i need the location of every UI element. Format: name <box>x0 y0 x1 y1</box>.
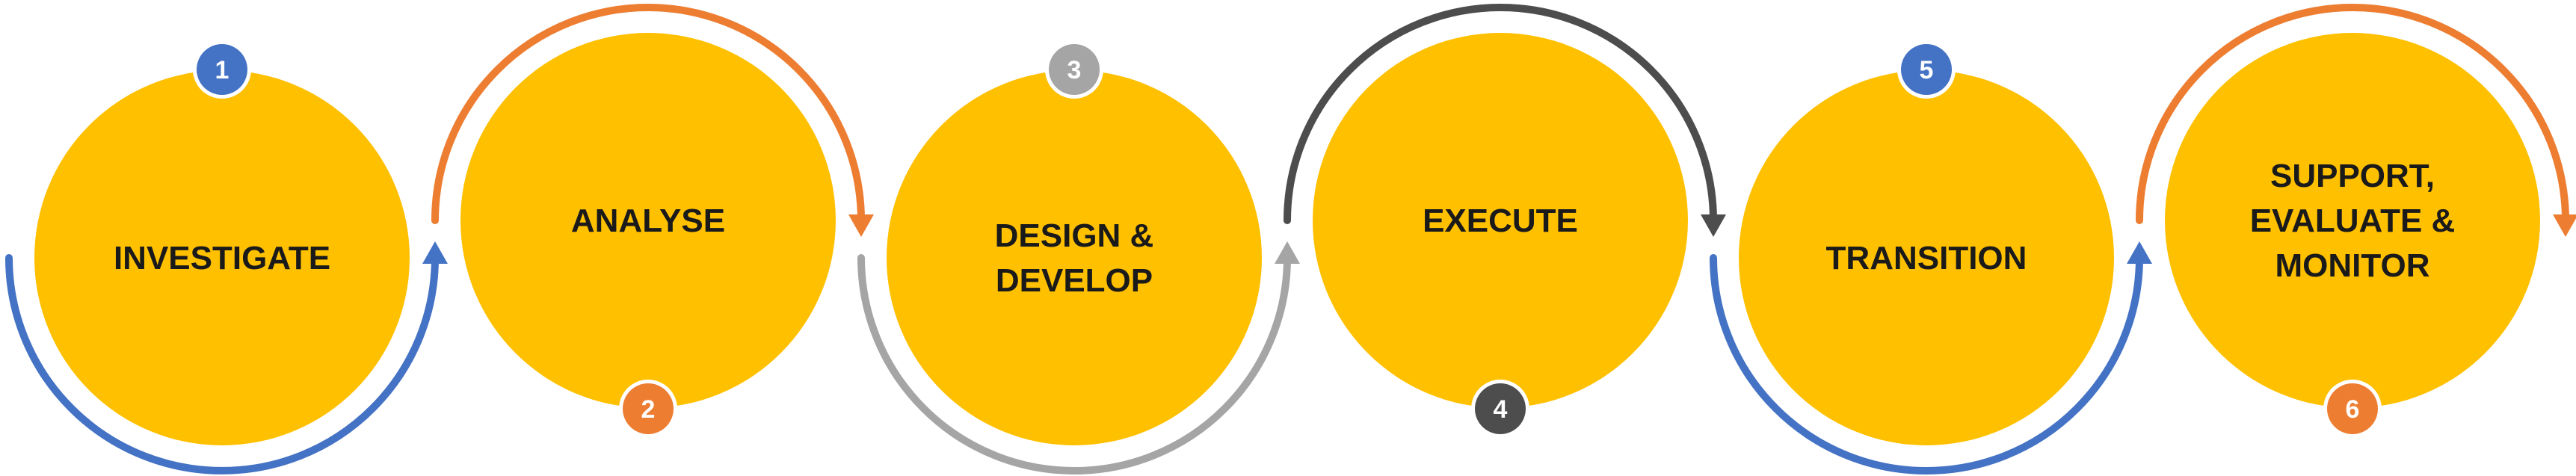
step-number-4: 4 <box>1494 395 1508 424</box>
connector-arc-1 <box>5 254 439 475</box>
step-circle-1 <box>34 70 410 445</box>
step-badge-5 <box>1901 44 1952 95</box>
step-circle-6 <box>2165 33 2540 408</box>
connector-arc-5 <box>1710 254 2143 475</box>
step-label-3-line-2: DEVELOP <box>996 262 1153 299</box>
step-number-2: 2 <box>641 395 656 424</box>
step-label-6-line-2: EVALUATE & <box>2250 203 2456 239</box>
step-badges: 1 2 3 4 5 6 <box>193 40 2382 438</box>
step-circle-5 <box>1739 70 2114 445</box>
arrowhead-4 <box>1701 214 1726 237</box>
connector-arcs <box>5 4 2576 475</box>
step-badge-6 <box>2327 383 2378 434</box>
step-number-5: 5 <box>1920 56 1934 84</box>
connector-arc-6 <box>2136 4 2569 224</box>
step-label-3-line-1: DESIGN & <box>995 217 1154 254</box>
arrowhead-3 <box>1275 241 1300 264</box>
step-label-1-line-1: INVESTIGATE <box>114 240 330 276</box>
step-circles: INVESTIGATE ANALYSE DESIGN & DEVELOP EXECUTE… <box>34 33 2540 445</box>
step-badge-2 <box>623 383 674 434</box>
step-circle-4 <box>1313 33 1688 408</box>
step-badge-1 <box>197 44 247 95</box>
arrowhead-2 <box>848 214 874 237</box>
step-circle-2 <box>460 33 836 408</box>
step-circle-3 <box>887 70 1262 445</box>
step-number-6: 6 <box>2346 395 2360 424</box>
arrowhead-5 <box>2127 241 2152 264</box>
step-label-6-line-3: MONITOR <box>2275 247 2430 284</box>
arrowhead-6 <box>2553 214 2576 237</box>
connector-arc-3 <box>857 254 1291 475</box>
connector-arc-2 <box>431 4 865 224</box>
step-label-4-line-1: EXECUTE <box>1423 203 1578 239</box>
step-label-5-line-1: TRANSITION <box>1826 240 2027 276</box>
step-number-1: 1 <box>215 56 229 84</box>
step-badge-4 <box>1475 383 1526 434</box>
step-number-3: 3 <box>1067 56 1082 84</box>
step-label-2-line-1: ANALYSE <box>571 203 725 239</box>
step-badge-3 <box>1049 44 1100 95</box>
connector-arc-4 <box>1284 4 1717 224</box>
arrowhead-1 <box>422 241 448 264</box>
step-label-6-line-1: SUPPORT, <box>2270 158 2435 194</box>
